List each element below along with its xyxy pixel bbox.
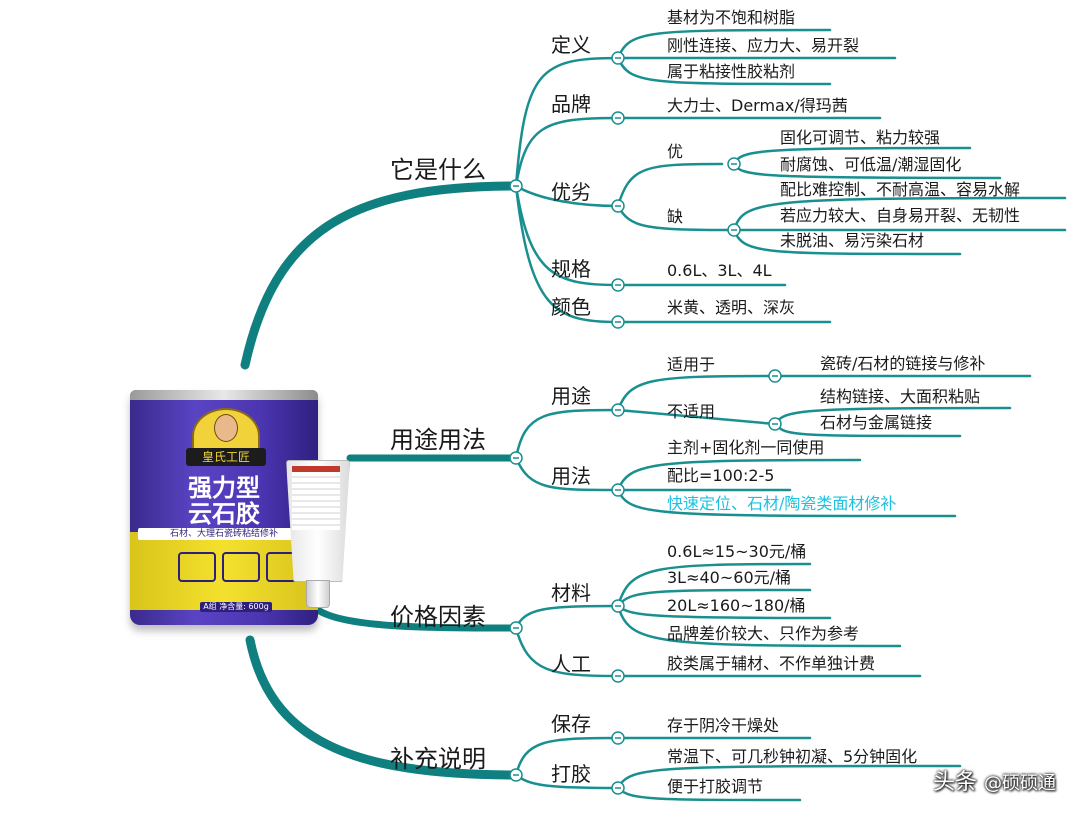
product-tagline: 石材、大理石瓷砖粘结修补: [138, 528, 310, 540]
leaf-definition-1: 基材为不饱和树脂: [667, 8, 796, 27]
glue-can: 皇氏工匠 强力型 云石胶 石材、大理石瓷砖粘结修补 A组 净含量: 600g: [130, 390, 318, 625]
node-color: 颜色: [551, 295, 591, 319]
tube-label: [292, 470, 340, 530]
can-rim: [130, 390, 318, 400]
watermark-prefix: 头条: [932, 770, 977, 795]
leaf-labor-1: 胶类属于辅材、不作单独计费: [667, 654, 876, 673]
node-purpose: 用途: [551, 384, 591, 408]
leaf-method-3: 快速定位、石材/陶瓷类面材修补: [667, 494, 897, 513]
leaf-pros-1: 固化可调节、粘力较强: [780, 128, 941, 147]
leaf-material-2: 3L≈40~60元/桶: [667, 568, 792, 587]
leaf-definition-2: 刚性连接、应力大、易开裂: [667, 36, 860, 55]
leaf-pros-2: 耐腐蚀、可低温/潮湿固化: [780, 155, 962, 174]
product-name-line1: 强力型: [188, 474, 260, 502]
strength-icon: [178, 552, 216, 582]
can-yellow-band: [130, 532, 318, 610]
curing-icon: [222, 552, 260, 582]
node-price-factors: 价格因素: [390, 603, 486, 631]
node-spec: 规格: [551, 257, 591, 281]
node-cons: 缺: [667, 207, 684, 226]
net-weight: A组 净含量: 600g: [200, 602, 272, 612]
leaf-cons-2: 若应力较大、自身易开裂、无韧性: [780, 206, 1021, 225]
node-material: 材料: [551, 581, 591, 605]
node-usage: 用途用法: [390, 426, 486, 454]
leaf-gluing-2: 便于打胶调节: [667, 777, 764, 796]
node-method: 用法: [551, 464, 591, 488]
node-labor: 人工: [551, 652, 591, 676]
leaf-unsuitable-1: 结构链接、大面积粘贴: [820, 387, 981, 406]
leaf-cons-3: 未脱油、易污染石材: [780, 231, 925, 250]
leaf-material-4: 品牌差价较大、只作为参考: [667, 624, 860, 643]
leaf-color-1: 米黄、透明、深灰: [667, 298, 796, 317]
leaf-cons-1: 配比难控制、不耐高温、容易水解: [780, 180, 1021, 199]
node-pros-cons: 优劣: [551, 180, 591, 204]
leaf-material-3: 20L≈160~180/桶: [667, 596, 806, 615]
tube-red-bar: [292, 466, 340, 472]
product-name-line2: 云石胶: [188, 500, 260, 528]
leaf-method-2: 配比=100:2-5: [667, 466, 775, 485]
leaf-definition-3: 属于粘接性胶粘剂: [667, 62, 796, 81]
watermark: 头条 @硕硕通: [933, 764, 1056, 796]
craftsman-face-icon: [214, 414, 238, 442]
leaf-unsuitable-2: 石材与金属链接: [820, 413, 933, 432]
node-notes: 补充说明: [390, 745, 486, 773]
node-suitable: 适用于: [667, 355, 716, 374]
watermark-handle: @硕硕通: [984, 773, 1056, 794]
brand-badge: 皇氏工匠: [186, 448, 266, 466]
node-brand: 品牌: [551, 92, 591, 116]
node-definition: 定义: [551, 33, 591, 57]
node-storage: 保存: [551, 712, 591, 736]
leaf-brand-1: 大力士、Dermax/得玛茜: [667, 96, 848, 115]
leaf-material-1: 0.6L≈15~30元/桶: [667, 542, 807, 561]
product-image: 皇氏工匠 强力型 云石胶 石材、大理石瓷砖粘结修补 A组 净含量: 600g: [126, 390, 366, 640]
node-what-is-it: 它是什么: [390, 156, 486, 184]
leaf-spec-1: 0.6L、3L、4L: [667, 261, 772, 280]
tube-cap: [306, 580, 330, 608]
leaf-method-1: 主剂+固化剂一同使用: [667, 438, 825, 457]
leaf-suitable-1: 瓷砖/石材的链接与修补: [820, 354, 986, 373]
node-unsuitable: 不适用: [667, 402, 716, 421]
leaf-gluing-1: 常温下、可几秒钟初凝、5分钟固化: [667, 747, 918, 766]
node-gluing: 打胶: [551, 762, 591, 786]
node-pros: 优: [667, 142, 684, 161]
leaf-storage-1: 存于阴冷干燥处: [667, 716, 780, 735]
glue-tube: [286, 460, 350, 610]
